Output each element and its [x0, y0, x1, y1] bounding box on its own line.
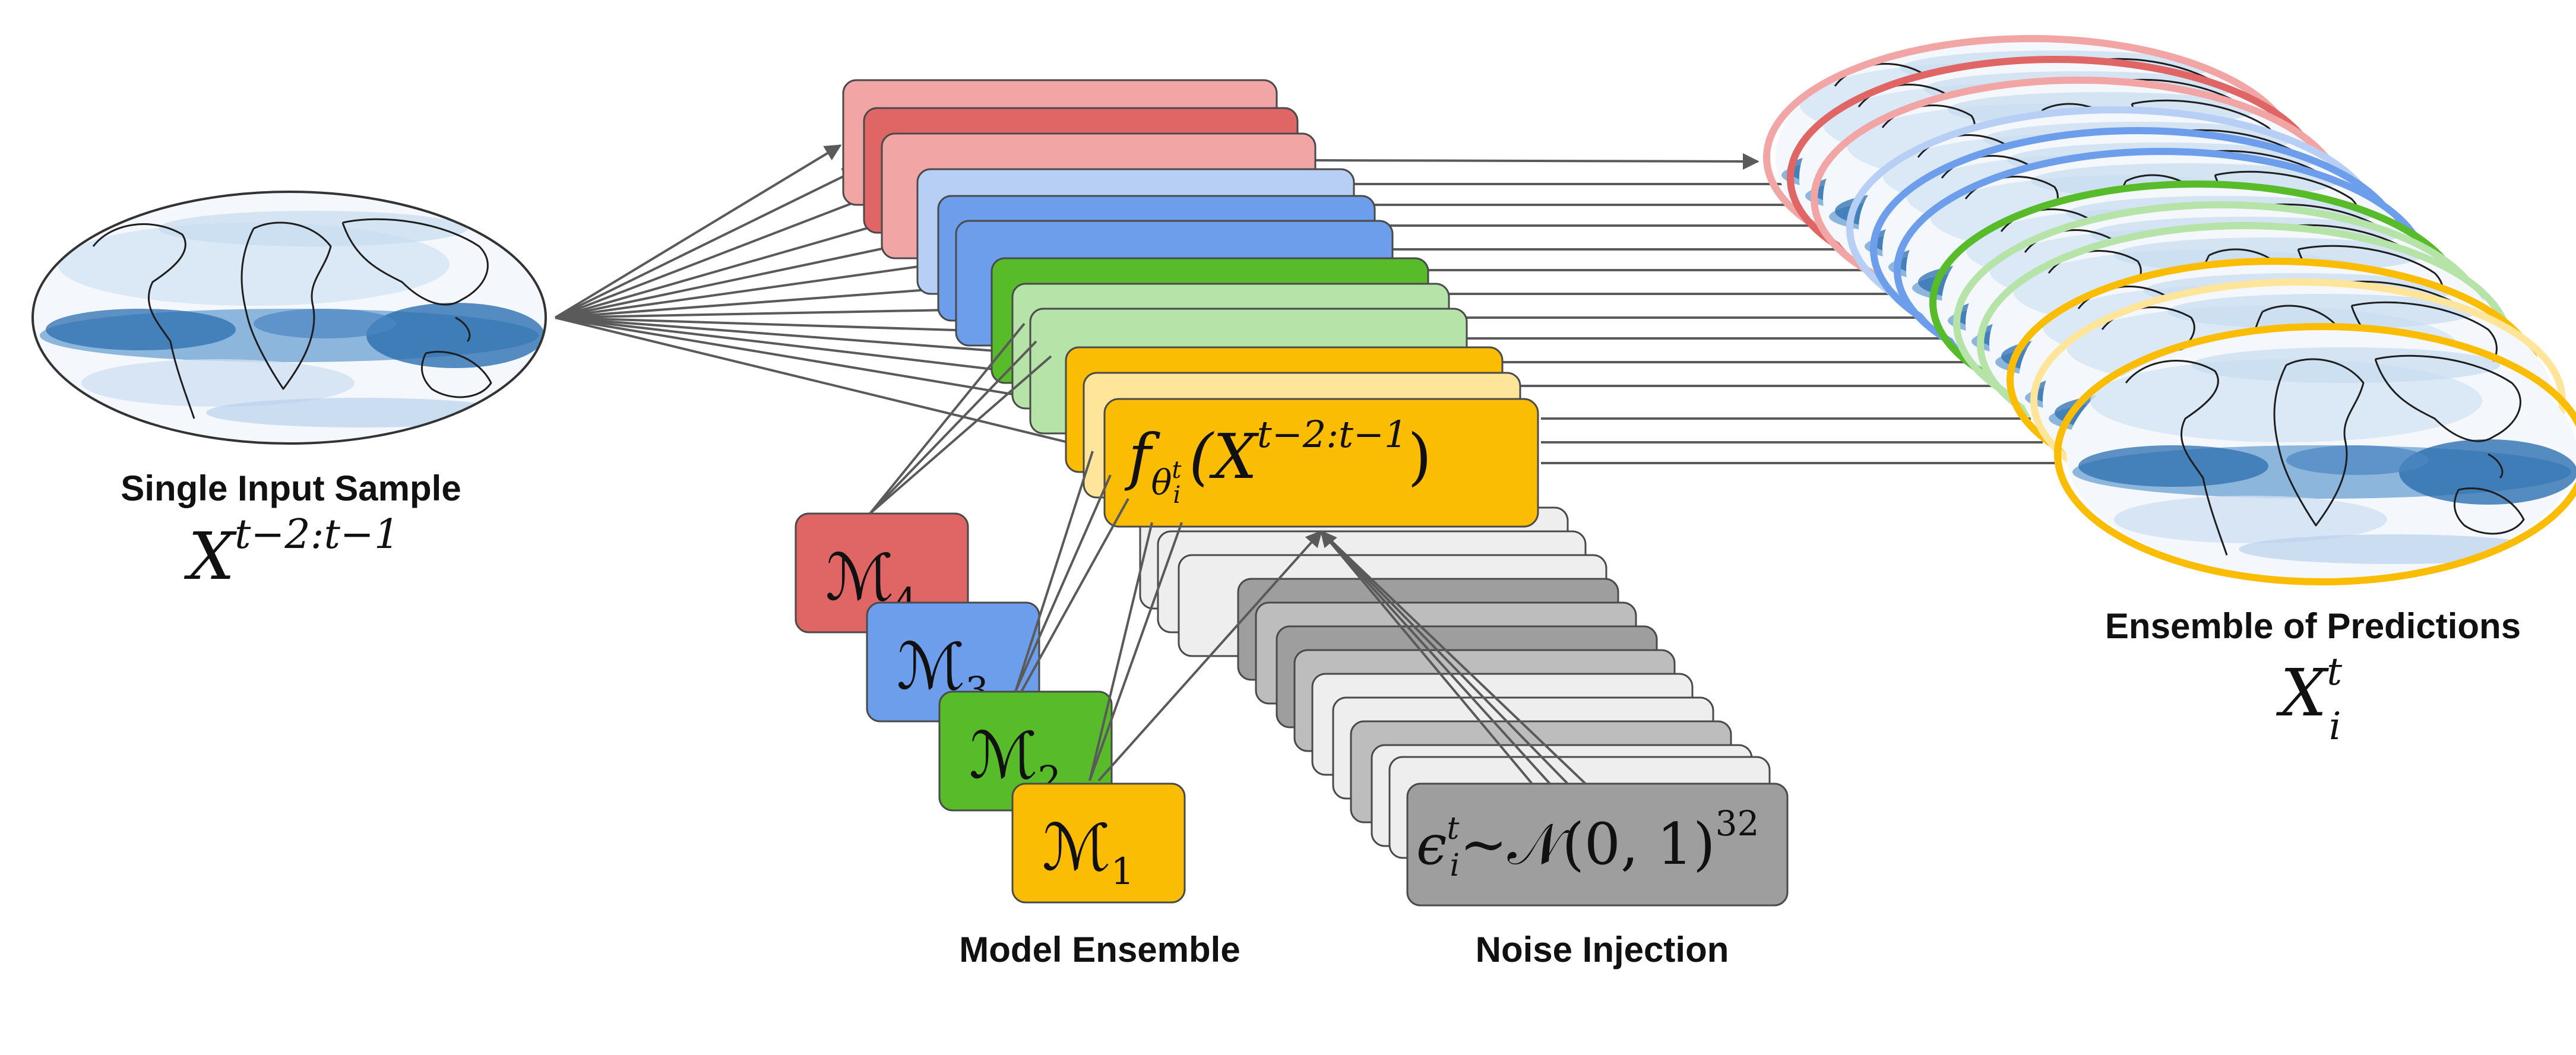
noise-dist: ∼𝒩(0, 1) — [1460, 811, 1716, 877]
model-ensemble-label: Model Ensemble — [959, 930, 1240, 970]
model-box-2: ℳ2 — [938, 690, 1113, 812]
noise-lines — [1320, 530, 1587, 785]
input-math-sup: t−2:t−1 — [235, 511, 400, 558]
model-1-symbol: ℳ — [1042, 811, 1111, 885]
function-arg-open: (X — [1189, 420, 1259, 493]
model-2-symbol: ℳ — [969, 719, 1038, 793]
function-theta: θ — [1151, 462, 1172, 503]
function-theta-sub: i — [1173, 481, 1181, 509]
noise-dist-sup: 32 — [1716, 803, 1759, 844]
output-map-stack — [1763, 35, 2576, 585]
input-label: Single Input Sample — [121, 468, 461, 508]
output-math-sub: i — [2329, 705, 2341, 749]
fan-arrows — [554, 144, 1106, 456]
input-math: Xt−2:t−1 — [183, 511, 400, 594]
output-arrows — [1315, 153, 2055, 464]
output-label: Ensemble of Predictions — [2105, 606, 2521, 646]
noise-eps-sub: i — [1450, 848, 1460, 883]
noise-eps-sup: t — [1447, 811, 1460, 847]
output-math-sup: t — [2327, 650, 2342, 694]
prediction-stack — [842, 79, 1521, 499]
function-theta-sup: t — [1172, 457, 1182, 484]
noise-epsilon: ϵ — [1416, 813, 1447, 877]
output-math-base: X — [2276, 655, 2329, 731]
input-math-base: X — [183, 518, 237, 594]
noise-injection-label: Noise Injection — [1476, 930, 1729, 970]
model-box-1: ℳ1 — [1011, 782, 1186, 904]
input-map — [31, 191, 547, 445]
svg-text:ℳ1: ℳ1 — [1042, 811, 1134, 893]
model-1-index: 1 — [1111, 850, 1134, 893]
model-lines — [869, 322, 1322, 782]
function-arg-close: ) — [1407, 420, 1432, 493]
function-arg-sup: t−2:t−1 — [1257, 413, 1408, 456]
model-boxes: ℳ4 ℳ3 ℳ2 ℳ1 — [795, 512, 1186, 904]
